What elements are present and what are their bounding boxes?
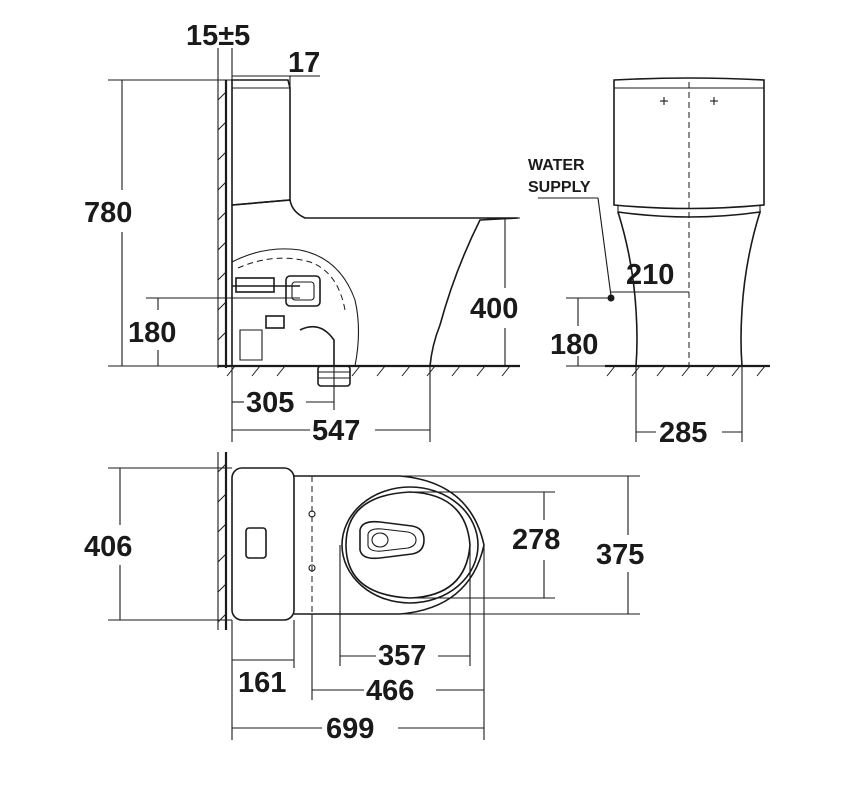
bowl-width-label: 375: [596, 539, 644, 571]
supply-offset-label: 210: [626, 259, 674, 291]
outlet-distance-label: 305: [246, 387, 294, 419]
water-supply-label-line1: WATER: [528, 157, 585, 174]
bowl-opening-width-label: 278: [512, 524, 560, 556]
bowl-length-label: 466: [366, 675, 414, 707]
top-bowl-opening: [345, 491, 471, 599]
tank-width-label: 406: [84, 531, 132, 563]
side-view: 15±5 17 780 180 400 305 547: [84, 20, 520, 447]
side-inlet-height-label: 180: [128, 317, 176, 349]
water-supply-label-line2: SUPPLY: [528, 179, 591, 196]
side-bowl-outline: [231, 199, 519, 367]
wall-offset-label: 17: [288, 47, 320, 79]
top-tank-outline: [231, 467, 295, 621]
bolt-hole-top: [308, 510, 316, 518]
wall-hatch: [217, 91, 227, 341]
bowl-opening-length-label: 357: [378, 640, 426, 672]
front-width-label: 285: [659, 417, 707, 449]
front-tank-buttons: [660, 97, 718, 105]
side-depth-label: 547: [312, 415, 360, 447]
front-inlet-height-label: 180: [550, 329, 598, 361]
front-view: WATER SUPPLY 210 180 285: [528, 77, 770, 449]
bolt-hole-bottom: [308, 564, 316, 572]
front-tank-outline: [613, 77, 765, 210]
wall-gap-label: 15±5: [186, 20, 250, 52]
top-view: 406 278 375 357 161 466 699: [84, 452, 644, 745]
front-floor-hatch: [606, 365, 766, 377]
top-wall-hatch: [217, 463, 227, 623]
seat-height-label: 400: [470, 293, 518, 325]
top-bowl-outline: [294, 475, 485, 615]
total-height-label: 780: [84, 197, 132, 229]
floor-hatch: [226, 365, 511, 377]
tank-depth-label: 161: [238, 667, 286, 699]
top-seat-ring: [341, 486, 479, 604]
side-tank-outline: [231, 79, 291, 206]
top-water-spot: [359, 520, 425, 560]
flush-button: [245, 527, 267, 559]
front-bowl-outline: [617, 211, 762, 367]
total-length-label: 699: [326, 713, 374, 745]
